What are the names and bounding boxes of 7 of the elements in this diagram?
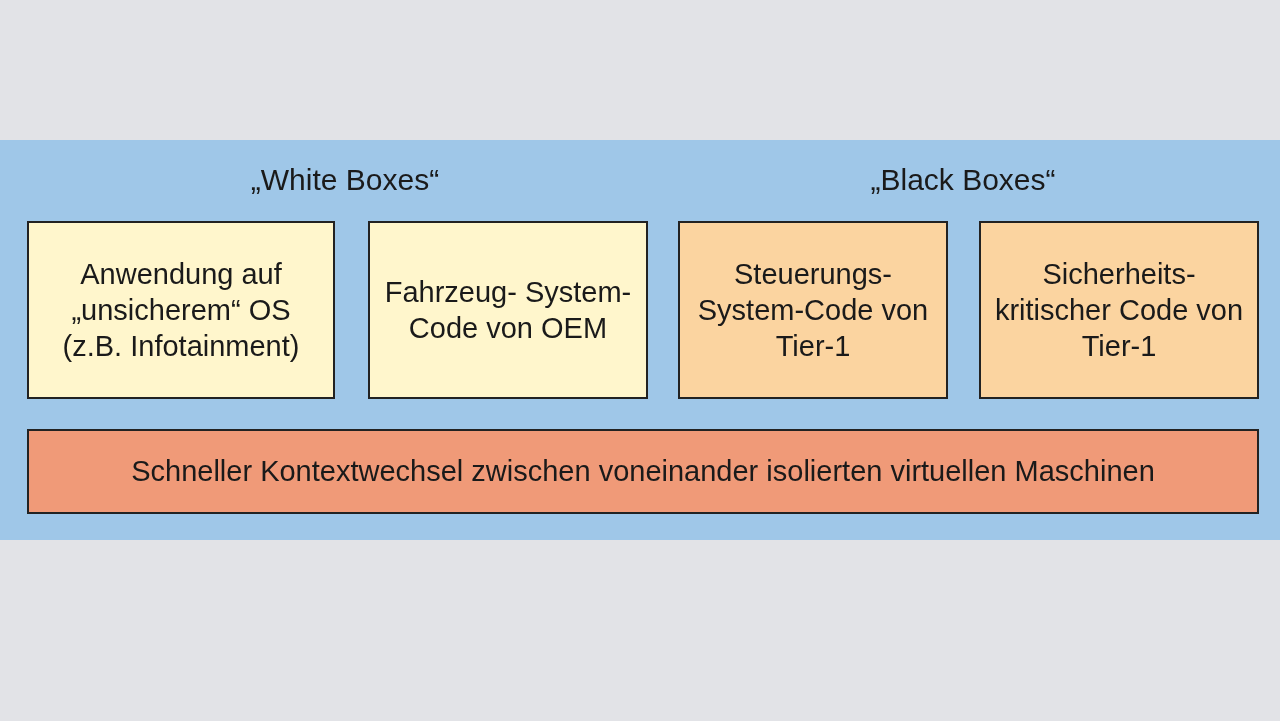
layer-box: Anwendung auf „unsicherem“ OS (z.B. Infotainment) <box>27 221 335 399</box>
layer-box: Fahrzeug- System-Code von OEM <box>368 221 648 399</box>
layer-box: Schneller Kontextwechsel zwischen voneinander isolierten virtuellen Maschinen <box>27 429 1259 514</box>
group-heading: „Black Boxes“ <box>870 163 1056 197</box>
group-heading: „White Boxes“ <box>250 163 440 197</box>
layer-box: Steuerungs- System-Code von Tier-1 <box>678 221 948 399</box>
layer-box: Sicherheits- kritischer Code von Tier-1 <box>979 221 1259 399</box>
